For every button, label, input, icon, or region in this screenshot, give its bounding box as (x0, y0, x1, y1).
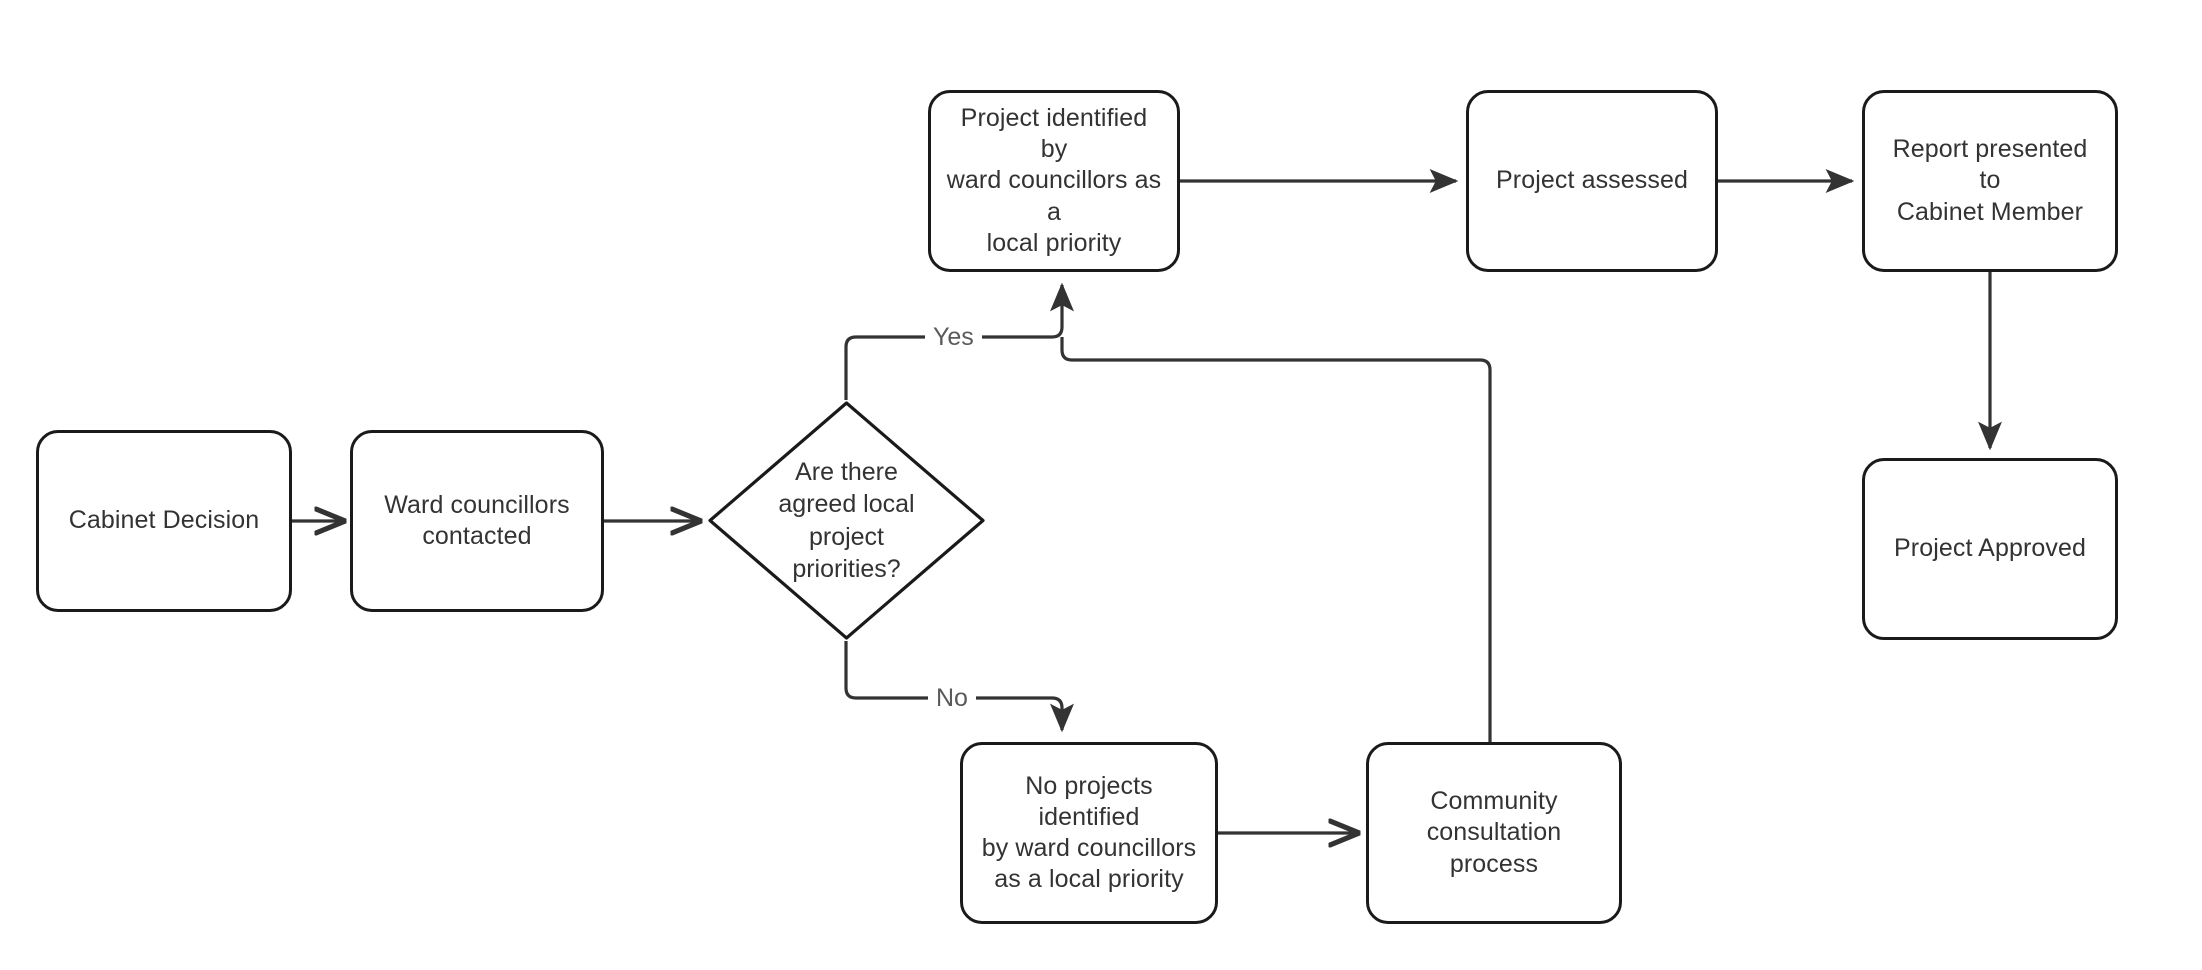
node-community-consultation-label: Community consultation process (1426, 787, 1562, 878)
node-ward-councillors-contacted[interactable]: Ward councillors contacted (350, 430, 604, 612)
node-project-identified-label: Project identified by ward councillors a… (946, 103, 1162, 257)
edge-label-yes: Yes (925, 325, 982, 350)
node-report-presented[interactable]: Report presented to Cabinet Member (1862, 90, 2118, 272)
node-decision-priorities[interactable]: Are there agreed local project prioritie… (706, 399, 987, 642)
diamond-shape (708, 401, 985, 640)
node-no-projects-identified[interactable]: No projects identified by ward councillo… (960, 742, 1218, 924)
node-ward-councillors-contacted-label: Ward councillors contacted (384, 490, 570, 550)
edge-community-to-project-identified (1060, 337, 1492, 742)
node-cabinet-decision-label: Cabinet Decision (68, 506, 260, 535)
node-project-assessed[interactable]: Project assessed (1466, 90, 1718, 272)
node-report-presented-label: Report presented to Cabinet Member (1892, 135, 2088, 226)
edge-label-no: No (928, 686, 976, 711)
node-project-identified[interactable]: Project identified by ward councillors a… (928, 90, 1180, 272)
node-no-projects-identified-label: No projects identified by ward councillo… (981, 771, 1197, 894)
node-project-assessed-label: Project assessed (1496, 166, 1688, 195)
node-project-approved-label: Project Approved (1894, 534, 2086, 563)
node-community-consultation[interactable]: Community consultation process (1366, 742, 1622, 924)
node-project-approved[interactable]: Project Approved (1862, 458, 2118, 640)
node-cabinet-decision[interactable]: Cabinet Decision (36, 430, 292, 612)
